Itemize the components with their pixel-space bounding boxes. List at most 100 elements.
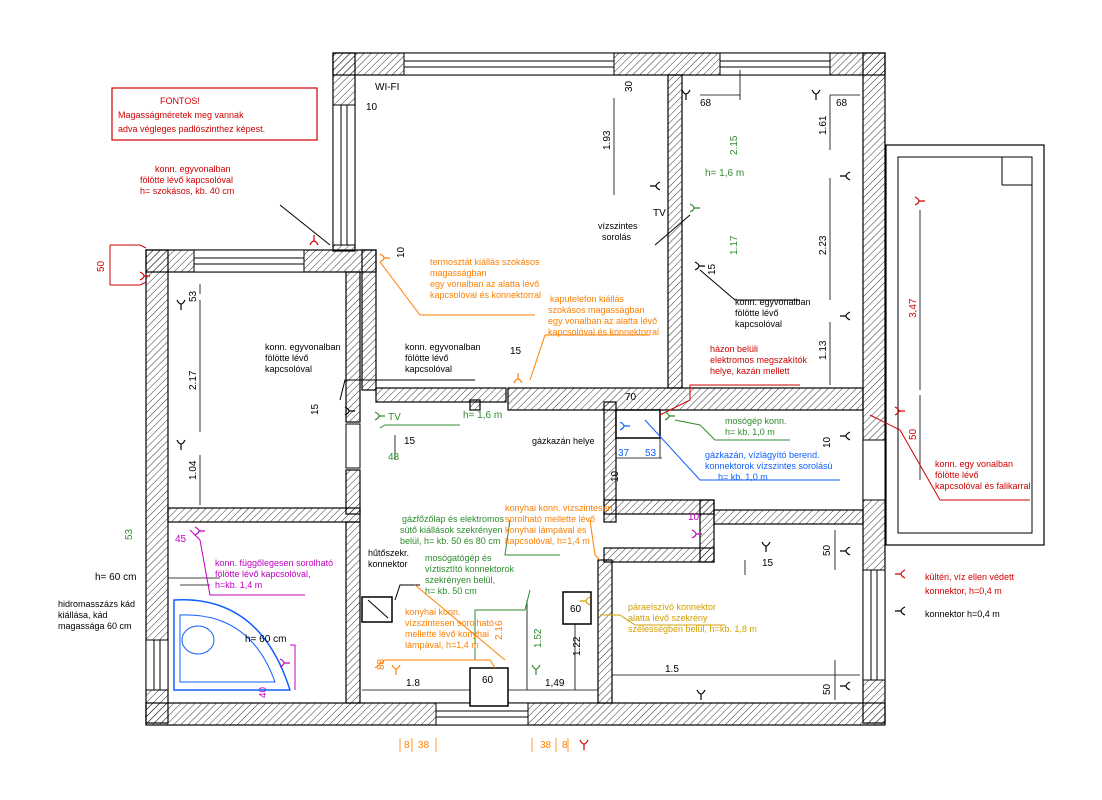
- svg-text:2.23: 2.23: [818, 235, 829, 255]
- note-conn-outlet-left: konn. egyvonalban fölötte lévő kapcsolóv…: [140, 164, 234, 196]
- svg-text:45: 45: [175, 534, 187, 545]
- svg-text:WI-FI: WI-FI: [375, 82, 399, 93]
- svg-text:60: 60: [570, 604, 582, 615]
- svg-text:kapcsolóval és konnektorral: kapcsolóval és konnektorral: [430, 290, 541, 300]
- svg-text:1.04: 1.04: [188, 460, 199, 480]
- svg-text:egy vonalban az alatta lévő: egy vonalban az alatta lévő: [548, 316, 657, 326]
- svg-text:8: 8: [562, 740, 568, 751]
- svg-text:h= kb. 50 cm: h= kb. 50 cm: [425, 586, 477, 596]
- note-jacuzzi: hidromasszázs kád kiállása, kád magasság…: [58, 599, 135, 631]
- svg-text:konyhai konn. vízszintesen: konyhai konn. vízszintesen: [505, 503, 613, 513]
- svg-text:konyhai konn.: konyhai konn.: [405, 607, 461, 617]
- note-terrace: konn. egy vonalban fölötte lévő kapcsoló…: [935, 459, 1031, 491]
- svg-text:egy vonalban az alatta lévő: egy vonalban az alatta lévő: [430, 279, 539, 289]
- svg-text:30: 30: [624, 80, 635, 92]
- svg-text:15: 15: [762, 558, 774, 569]
- svg-text:fölötte lévő: fölötte lévő: [405, 353, 449, 363]
- svg-text:50: 50: [908, 428, 919, 440]
- legend-outdoor-line2: konnektor, h=0,4 m: [925, 586, 1002, 596]
- svg-text:60: 60: [482, 675, 494, 686]
- note-conn-room-left: konn. egyvonalban fölötte lévő kapcsolóv…: [265, 342, 341, 374]
- note-intercom: kaputelefon kiállás szokásos magasságban…: [548, 294, 659, 337]
- svg-text:38: 38: [540, 740, 552, 751]
- note-boiler: gázkazán, vízlágyító berend. konnektorok…: [705, 450, 833, 482]
- svg-text:68: 68: [836, 98, 848, 109]
- note-thermostat: termosztát kiállás szokásos magasságban …: [430, 257, 541, 300]
- svg-text:kapcsolóval, h=1,4 m: kapcsolóval, h=1,4 m: [505, 536, 590, 546]
- svg-text:konyhai lámpával és: konyhai lámpával és: [505, 525, 587, 535]
- legend: kültéri, víz ellen védett konnektor, h=0…: [925, 572, 1015, 619]
- svg-text:1.8: 1.8: [406, 678, 420, 689]
- svg-text:15: 15: [310, 403, 321, 415]
- svg-text:15: 15: [510, 346, 522, 357]
- svg-text:2.16: 2.16: [494, 620, 505, 640]
- svg-text:10: 10: [396, 246, 407, 258]
- svg-text:1.5: 1.5: [665, 664, 679, 675]
- svg-text:h= 1,6 m: h= 1,6 m: [463, 410, 502, 421]
- svg-text:2.15: 2.15: [729, 135, 740, 155]
- svg-text:fölötte lévő: fölötte lévő: [735, 308, 779, 318]
- svg-text:h= kb. 1,0 m: h= kb. 1,0 m: [718, 472, 768, 482]
- svg-text:magassága 60 cm: magassága 60 cm: [58, 621, 132, 631]
- svg-text:53: 53: [124, 528, 135, 540]
- svg-text:70: 70: [625, 392, 637, 403]
- svg-text:alatta lévő szekrény: alatta lévő szekrény: [628, 613, 708, 623]
- svg-text:konn. egyvonalban: konn. egyvonalban: [405, 342, 481, 352]
- svg-text:1.17: 1.17: [729, 235, 740, 255]
- svg-text:1.61: 1.61: [818, 115, 829, 135]
- svg-text:konn. függőlegesen sorolható: konn. függőlegesen sorolható: [215, 558, 333, 568]
- svg-text:kapcsolóval: kapcsolóval: [405, 364, 452, 374]
- windows: [145, 52, 886, 726]
- dimension-lines: [168, 70, 921, 700]
- svg-text:mosógatógép és: mosógatógép és: [425, 553, 492, 563]
- svg-text:konn. egyvonalban: konn. egyvonalban: [265, 342, 341, 352]
- svg-text:15: 15: [707, 263, 718, 275]
- svg-text:sorolható mellette lévő: sorolható mellette lévő: [505, 514, 595, 524]
- svg-text:h= 60 cm: h= 60 cm: [95, 572, 136, 583]
- bottom-dimension-marks: [399, 738, 569, 752]
- svg-text:fölötte lévő: fölötte lévő: [265, 353, 309, 363]
- svg-text:lámpával, h=1,4 m: lámpával, h=1,4 m: [405, 640, 479, 650]
- note-breakers: házon belüli elektromos megszakítók hely…: [710, 344, 808, 376]
- svg-text:1.93: 1.93: [602, 130, 613, 150]
- svg-text:h= szokásos, kb. 40 cm: h= szokásos, kb. 40 cm: [140, 186, 234, 196]
- svg-text:gázfőzőlap és elektromos: gázfőzőlap és elektromos: [402, 514, 505, 524]
- svg-text:konnektor: konnektor: [368, 559, 408, 569]
- svg-text:konnektorok vízszintes sorolás: konnektorok vízszintes sorolású: [705, 461, 833, 471]
- svg-text:konn. egyvonalban: konn. egyvonalban: [155, 164, 231, 174]
- svg-text:páraelszívó konnektor: páraelszívó konnektor: [628, 602, 716, 612]
- svg-text:10: 10: [610, 470, 621, 482]
- svg-text:38: 38: [418, 740, 430, 751]
- note-horizontal-row: vízszintes sorolás: [598, 221, 638, 242]
- svg-text:37: 37: [618, 448, 630, 459]
- svg-text:48: 48: [388, 452, 400, 463]
- svg-text:TV: TV: [388, 412, 401, 423]
- walls: [145, 52, 886, 726]
- note-cooktop: gázfőzőlap és elektromos sütő kiállások …: [400, 514, 505, 546]
- svg-text:szekrényen belül,: szekrényen belül,: [425, 575, 495, 585]
- svg-text:termosztát kiállás szokásos: termosztát kiállás szokásos: [430, 257, 540, 267]
- svg-text:kapcsolóval: kapcsolóval: [735, 319, 782, 329]
- svg-text:gázkazán, vízlágyító berend.: gázkazán, vízlágyító berend.: [705, 450, 820, 460]
- notice-line2: adva végleges padlószinthez képest.: [118, 124, 265, 134]
- svg-text:belül, h= kb. 50 és 80 cm: belül, h= kb. 50 és 80 cm: [400, 536, 500, 546]
- svg-text:15: 15: [404, 436, 416, 447]
- svg-text:h= 1,6 m: h= 1,6 m: [705, 168, 744, 179]
- svg-text:fölötte lévő kapcsolóval: fölötte lévő kapcsolóval: [140, 175, 233, 185]
- dimension-texts: WI-FI 10 30 1.93 68 2.15 68 1.61 h= 1,6 …: [95, 80, 919, 751]
- legend-outdoor-line1: kültéri, víz ellen védett: [925, 572, 1015, 582]
- svg-text:kapcsolóval és falikarral: kapcsolóval és falikarral: [935, 481, 1031, 491]
- svg-text:vízszintesen sorolható: vízszintesen sorolható: [405, 618, 494, 628]
- note-conn-hall: konn. egyvonalban fölötte lévő kapcsolóv…: [405, 342, 481, 374]
- note-dishwasher: mosógatógép és víztisztító konnektorok s…: [425, 553, 515, 596]
- svg-text:hidromasszázs kád: hidromasszázs kád: [58, 599, 135, 609]
- svg-text:h=kb. 1,4 m: h=kb. 1,4 m: [215, 580, 262, 590]
- svg-text:magasságban: magasságban: [430, 268, 487, 278]
- note-conn-right-room: konn. egyvonalban fölötte lévő kapcsolóv…: [735, 297, 811, 329]
- svg-text:50: 50: [822, 683, 833, 695]
- svg-text:szélességben belül, h=kb. 1,8: szélességben belül, h=kb. 1,8 m: [628, 624, 757, 634]
- svg-text:3,47: 3,47: [908, 298, 919, 318]
- svg-text:hűtőszekr.: hűtőszekr.: [368, 548, 409, 558]
- svg-text:50: 50: [822, 544, 833, 556]
